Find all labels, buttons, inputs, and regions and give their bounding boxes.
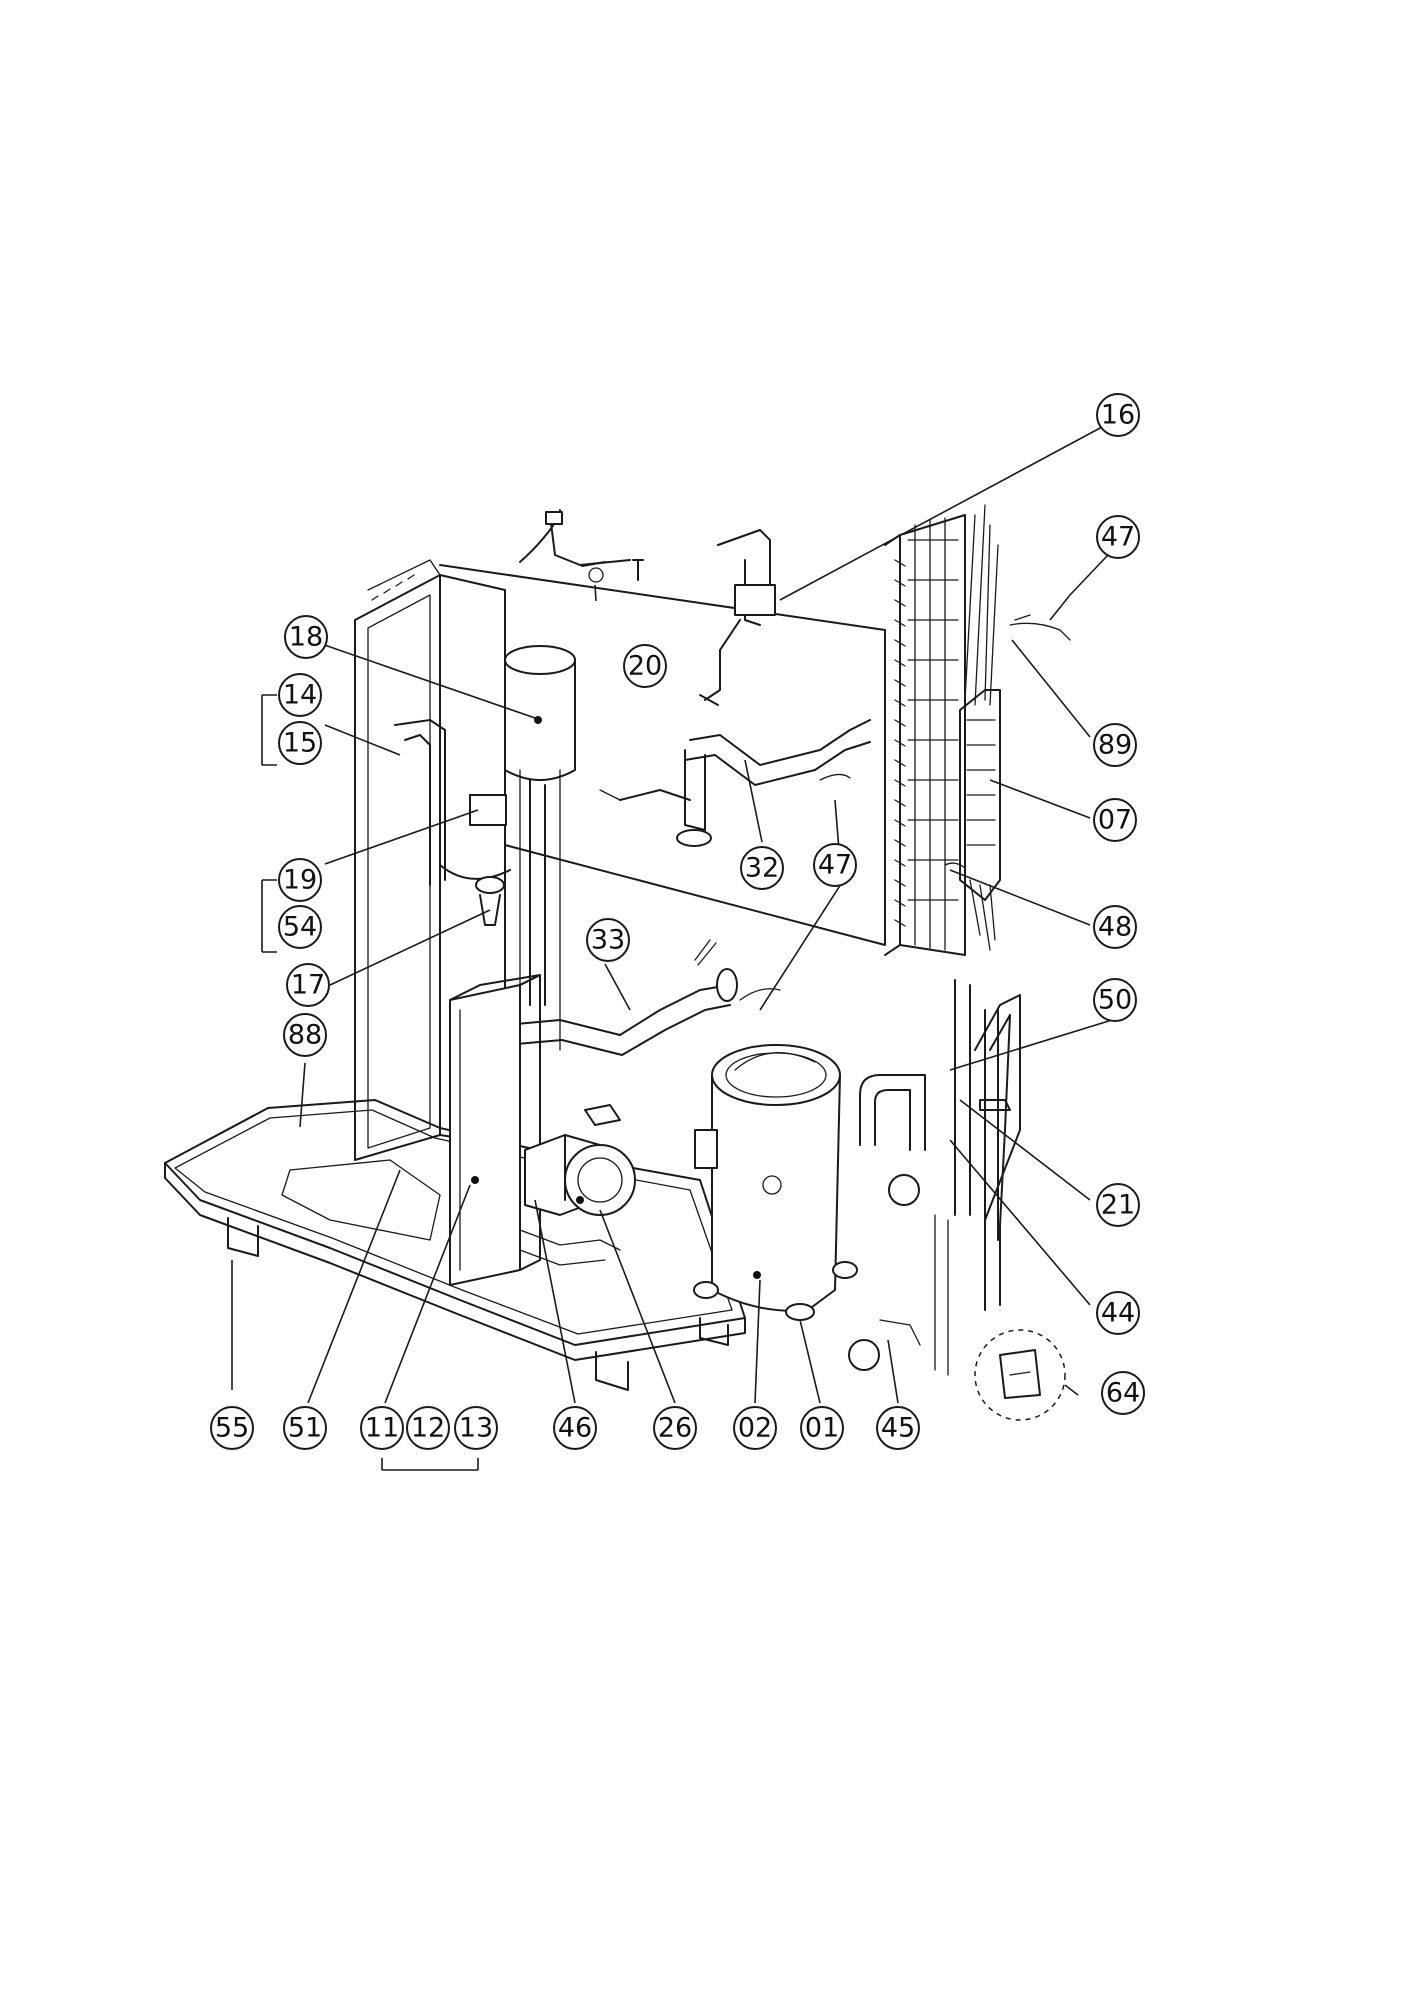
- detail-64: [974, 1329, 1066, 1421]
- distributor-bundle: [959, 504, 1001, 951]
- svg-text:33: 33: [591, 925, 625, 956]
- callout-33: 33: [586, 918, 630, 962]
- plate-heat-exchanger: [449, 974, 541, 1286]
- callout-88: 88: [283, 1013, 327, 1057]
- callout-14: 14: [278, 673, 322, 717]
- discharge-pipe: [504, 939, 738, 1056]
- callout-47: 47: [1096, 515, 1140, 559]
- svg-text:12: 12: [411, 1413, 445, 1444]
- svg-text:26: 26: [658, 1413, 692, 1444]
- callout-13: 13: [454, 1406, 498, 1450]
- svg-text:18: 18: [289, 622, 323, 653]
- reversing-valve: [699, 529, 776, 706]
- callout-45: 45: [876, 1406, 920, 1450]
- svg-text:01: 01: [805, 1413, 839, 1444]
- callout-55: 55: [210, 1406, 254, 1450]
- callout-01: 01: [800, 1406, 844, 1450]
- callout-11: 11: [360, 1406, 404, 1450]
- svg-text:14: 14: [283, 680, 317, 711]
- svg-text:07: 07: [1098, 805, 1132, 836]
- callout-12: 12: [406, 1406, 450, 1450]
- suction-pipe: [599, 719, 871, 847]
- svg-text:55: 55: [215, 1413, 249, 1444]
- callout-64: 64: [1101, 1371, 1145, 1415]
- callout-18: 18: [284, 615, 328, 659]
- callout-50: 50: [1093, 978, 1137, 1022]
- svg-text:47: 47: [818, 850, 852, 881]
- right-pipe-assembly: [848, 979, 1021, 1376]
- callout-20: 20: [623, 644, 667, 688]
- svg-text:11: 11: [365, 1413, 399, 1444]
- svg-text:47: 47: [1101, 522, 1135, 553]
- svg-text:21: 21: [1101, 1190, 1135, 1221]
- callout-26: 26: [653, 1406, 697, 1450]
- svg-text:51: 51: [288, 1413, 322, 1444]
- svg-text:44: 44: [1101, 1298, 1135, 1329]
- callout-54: 54: [278, 905, 322, 949]
- svg-text:45: 45: [881, 1413, 915, 1444]
- svg-text:15: 15: [283, 728, 317, 759]
- callout-47-b: 47: [813, 843, 857, 887]
- callout-15: 15: [278, 721, 322, 765]
- svg-text:64: 64: [1106, 1378, 1140, 1409]
- svg-text:13: 13: [459, 1413, 493, 1444]
- accumulator-tank: [504, 645, 576, 1051]
- svg-text:50: 50: [1098, 985, 1132, 1016]
- svg-text:48: 48: [1098, 912, 1132, 943]
- sensor-wires: [739, 614, 1071, 1001]
- callout-44: 44: [1096, 1291, 1140, 1335]
- svg-text:89: 89: [1098, 730, 1132, 761]
- callout-89: 89: [1093, 723, 1137, 767]
- callout-02: 02: [733, 1406, 777, 1450]
- circulation-pump: [519, 1104, 636, 1266]
- leader-lines: [231, 426, 1113, 1471]
- callout-19: 19: [278, 858, 322, 902]
- callout-32: 32: [740, 846, 784, 890]
- callout-17: 17: [286, 963, 330, 1007]
- svg-text:54: 54: [283, 912, 317, 943]
- svg-text:46: 46: [558, 1413, 592, 1444]
- svg-text:17: 17: [291, 970, 325, 1001]
- svg-text:88: 88: [288, 1020, 322, 1051]
- svg-text:20: 20: [628, 651, 662, 682]
- callout-21: 21: [1096, 1183, 1140, 1227]
- callout-48: 48: [1093, 905, 1137, 949]
- callout-51: 51: [283, 1406, 327, 1450]
- svg-text:16: 16: [1101, 400, 1135, 431]
- svg-text:19: 19: [283, 865, 317, 896]
- callout-46: 46: [553, 1406, 597, 1450]
- svg-text:02: 02: [738, 1413, 772, 1444]
- callout-07: 07: [1093, 798, 1137, 842]
- compressor: [693, 1044, 858, 1321]
- expansion-valve-assembly: [394, 719, 546, 1006]
- svg-text:32: 32: [745, 853, 779, 884]
- callout-16: 16: [1096, 393, 1140, 437]
- valve-assembly-top: [519, 509, 644, 583]
